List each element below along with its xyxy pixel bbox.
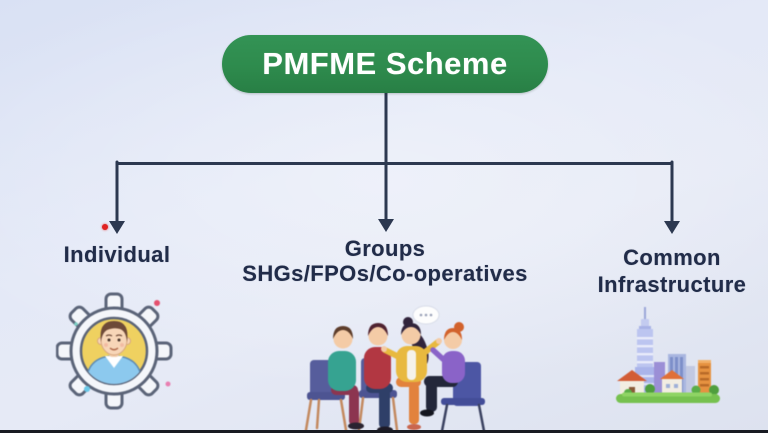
arrowhead-common [664, 221, 680, 234]
red-pointer-dot [102, 224, 108, 230]
person-purple [420, 322, 465, 417]
orange-tower [698, 360, 711, 395]
house-mid [660, 370, 684, 395]
branch-label-line: Common [623, 245, 721, 270]
branch-label-groups: Groups SHGs/FPOs/Co-operatives [235, 236, 535, 286]
branch-label-common-infrastructure: Common Infrastructure [582, 244, 762, 298]
branch-label-line: Individual [63, 242, 171, 267]
branch-label-line: Infrastructure [597, 272, 747, 297]
city-buildings-icon [616, 307, 720, 403]
person-red [364, 323, 393, 433]
group-discussion-icon [304, 305, 486, 433]
arrowhead-groups [378, 219, 394, 232]
root-node-label: PMFME Scheme [262, 46, 508, 81]
arrowhead-individual [109, 221, 125, 234]
root-node-pill: PMFME Scheme [222, 35, 548, 93]
branch-label-line: Groups [344, 236, 426, 261]
branch-label-individual: Individual [27, 242, 207, 267]
person-teal [328, 326, 364, 430]
branch-label-line: SHGs/FPOs/Co-operatives [242, 261, 528, 286]
gear-person-icon [56, 292, 173, 410]
video-frame-edge [0, 430, 768, 433]
gray-building [686, 366, 695, 395]
person-yellow [381, 305, 442, 430]
purple-building [654, 362, 665, 395]
